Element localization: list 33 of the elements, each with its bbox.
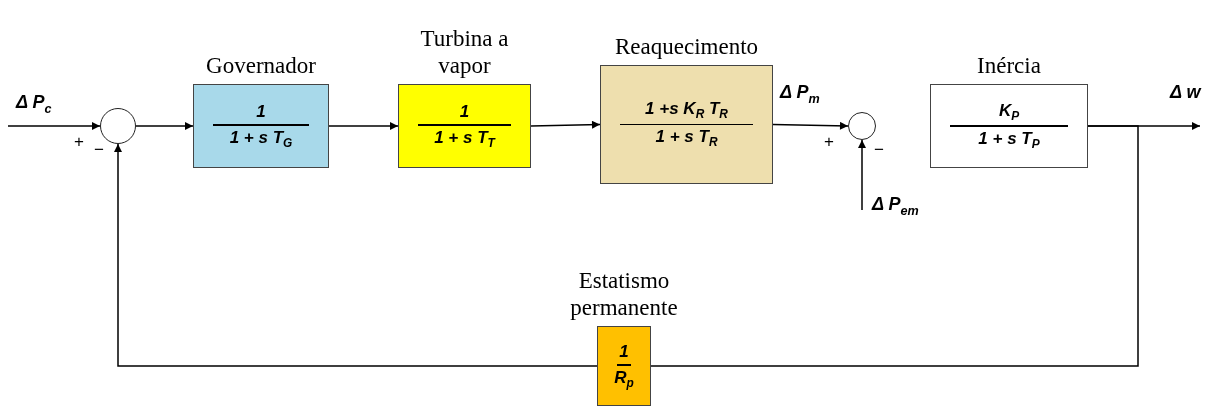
- block-title: Inércia: [977, 52, 1041, 79]
- numerator: 1: [619, 341, 629, 363]
- arrow: [328, 122, 399, 130]
- arrow: [858, 139, 866, 211]
- signal-label: Δ P$_{em}$: [872, 194, 919, 218]
- sign-label: +: [824, 132, 834, 152]
- denominator: R$_{p}$: [614, 367, 634, 391]
- block-title: Governador: [206, 52, 316, 79]
- connector-line: [650, 125, 1139, 367]
- summing-junction: [848, 112, 876, 140]
- sign-label: +: [74, 132, 84, 152]
- numerator: 1 +s K$_{R}$ T$_{R}$: [645, 99, 728, 122]
- denominator: 1 + s T$_{R}$: [655, 127, 718, 150]
- denominator: 1 + s T$_{G}$: [229, 127, 293, 151]
- sign-label: −: [874, 140, 884, 160]
- numerator: 1: [459, 101, 470, 123]
- sign-label: −: [94, 140, 104, 160]
- numerator: 1: [256, 101, 266, 123]
- signal-label: Δ w: [1170, 82, 1201, 103]
- denominator: 1 + s T$_{T}$: [434, 127, 495, 151]
- signal-label: Δ P$_{m}$: [780, 82, 820, 106]
- summing-junction: [100, 108, 136, 144]
- numerator: K$_{P}$: [998, 100, 1020, 124]
- denominator: 1 + s T$_{P}$: [978, 128, 1040, 152]
- arrow: [7, 122, 101, 130]
- block-title: Turbina a vapor: [419, 26, 510, 79]
- signal-label: Δ P$_{c}$: [16, 92, 52, 116]
- arrow: [772, 121, 849, 130]
- block-title: Estatismo permanente: [569, 268, 679, 321]
- arrow: [135, 122, 194, 130]
- arrow: [530, 120, 601, 129]
- arrow: [114, 143, 598, 367]
- block-title: Reaquecimento: [614, 33, 759, 60]
